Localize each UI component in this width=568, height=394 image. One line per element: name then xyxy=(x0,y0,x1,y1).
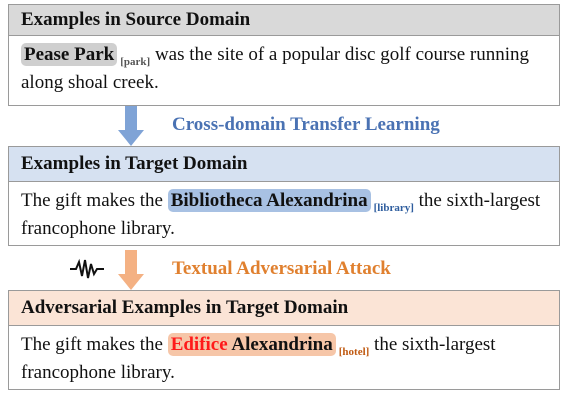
adversarial-text-after: the sixth-largest francophone library. xyxy=(21,334,496,383)
adversarial-entity: Edifice Alexandrina xyxy=(167,333,336,356)
adversarial-example: The gift makes the Edifice Alexandrina[h… xyxy=(8,326,560,390)
source-domain-header: Examples in Source Domain xyxy=(8,4,560,36)
source-entity: Pease Park xyxy=(21,43,118,66)
target-domain-header: Examples in Target Domain xyxy=(8,146,560,182)
source-domain-example: Pease Park[park] was the site of a popul… xyxy=(8,36,560,106)
target-domain-title: Examples in Target Domain xyxy=(21,153,248,174)
adversarial-text-before: The gift makes the xyxy=(21,334,168,355)
attack-label: Textual Adversarial Attack xyxy=(172,258,391,279)
target-text-before: The gift makes the xyxy=(21,190,168,211)
transfer-label: Cross-domain Transfer Learning xyxy=(172,114,440,135)
adversarial-perturbed-word: Edifice xyxy=(170,334,228,355)
adversarial-domain-title: Adversarial Examples in Target Domain xyxy=(21,297,349,318)
transfer-step: Cross-domain Transfer Learning xyxy=(0,106,568,146)
source-text-after: was the site of a popular disc golf cour… xyxy=(21,44,530,93)
target-text-after: the sixth-largest francophone library. xyxy=(21,190,541,239)
down-arrow-icon xyxy=(118,250,144,290)
adversarial-domain-header: Adversarial Examples in Target Domain xyxy=(8,290,560,326)
source-domain-title: Examples in Source Domain xyxy=(21,9,251,30)
target-entity-tag: [library] xyxy=(373,202,414,214)
target-entity: Bibliotheca Alexandrina xyxy=(167,189,371,212)
attack-step: Textual Adversarial Attack xyxy=(0,250,568,290)
target-domain-example: The gift makes the Bibliotheca Alexandri… xyxy=(8,182,560,246)
down-arrow-icon xyxy=(118,106,144,146)
waveform-icon xyxy=(70,258,104,279)
source-entity-tag: [park] xyxy=(120,56,151,68)
adversarial-entity-tag: [hotel] xyxy=(338,346,370,358)
adversarial-entity-rest: Alexandrina xyxy=(227,334,333,355)
